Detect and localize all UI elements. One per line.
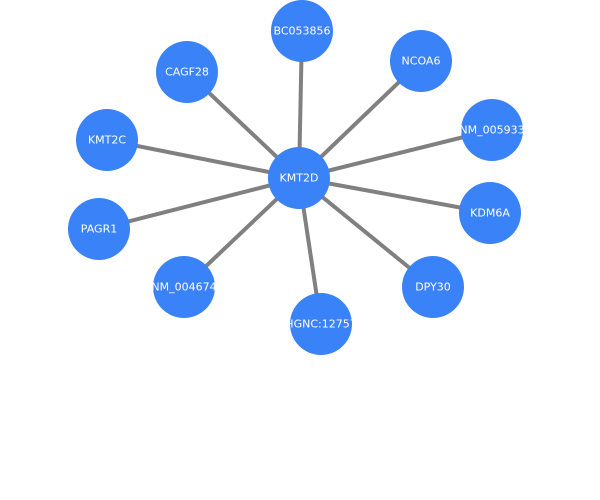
edge-kmt2d-kmt2c: [105, 138, 301, 180]
node-pagr1[interactable]: PAGR1: [68, 198, 130, 260]
edge-kmt2d-nm-005933: [297, 128, 494, 180]
node-nm-005933[interactable]: NM_005933: [459, 99, 525, 161]
node-label: PAGR1: [81, 223, 117, 236]
node-circle[interactable]: [461, 99, 523, 161]
node-label: NCOA6: [402, 55, 441, 68]
node-circle[interactable]: [153, 256, 215, 318]
node-label: KDM6A: [470, 207, 510, 220]
node-label: KMT2C: [88, 134, 126, 147]
node-label: NM_005933: [459, 124, 524, 137]
node-circle[interactable]: [402, 256, 464, 318]
node-circle[interactable]: [76, 109, 138, 171]
node-dpy30[interactable]: DPY30: [402, 256, 464, 318]
node-label: CAGF28: [165, 66, 209, 79]
node-kdm6a[interactable]: KDM6A: [459, 182, 521, 244]
node-circle[interactable]: [68, 198, 130, 260]
node-nm-004674[interactable]: NM_004674: [151, 256, 217, 318]
edge-kmt2d-kdm6a: [297, 176, 492, 215]
node-circle[interactable]: [268, 147, 330, 209]
node-label: NM_004674: [151, 281, 216, 294]
node-label: BC053856: [273, 25, 330, 38]
node-label: DPY30: [415, 281, 451, 294]
node-circle[interactable]: [459, 182, 521, 244]
node-label: HGNC:12757: [285, 318, 356, 331]
node-circle[interactable]: [290, 293, 352, 355]
node-circle[interactable]: [390, 30, 452, 92]
node-circle[interactable]: [271, 0, 333, 62]
node-bc053856[interactable]: BC053856: [271, 0, 333, 62]
node-hgnc-12757[interactable]: HGNC:12757: [285, 293, 357, 355]
node-label: KMT2D: [280, 172, 319, 185]
node-ncoa6[interactable]: NCOA6: [390, 30, 452, 92]
edge-kmt2d-pagr1: [97, 176, 301, 231]
node-kmt2d[interactable]: KMT2D: [268, 147, 330, 209]
node-cagf28[interactable]: CAGF28: [156, 41, 218, 103]
node-circle[interactable]: [156, 41, 218, 103]
node-kmt2c[interactable]: KMT2C: [76, 109, 138, 171]
